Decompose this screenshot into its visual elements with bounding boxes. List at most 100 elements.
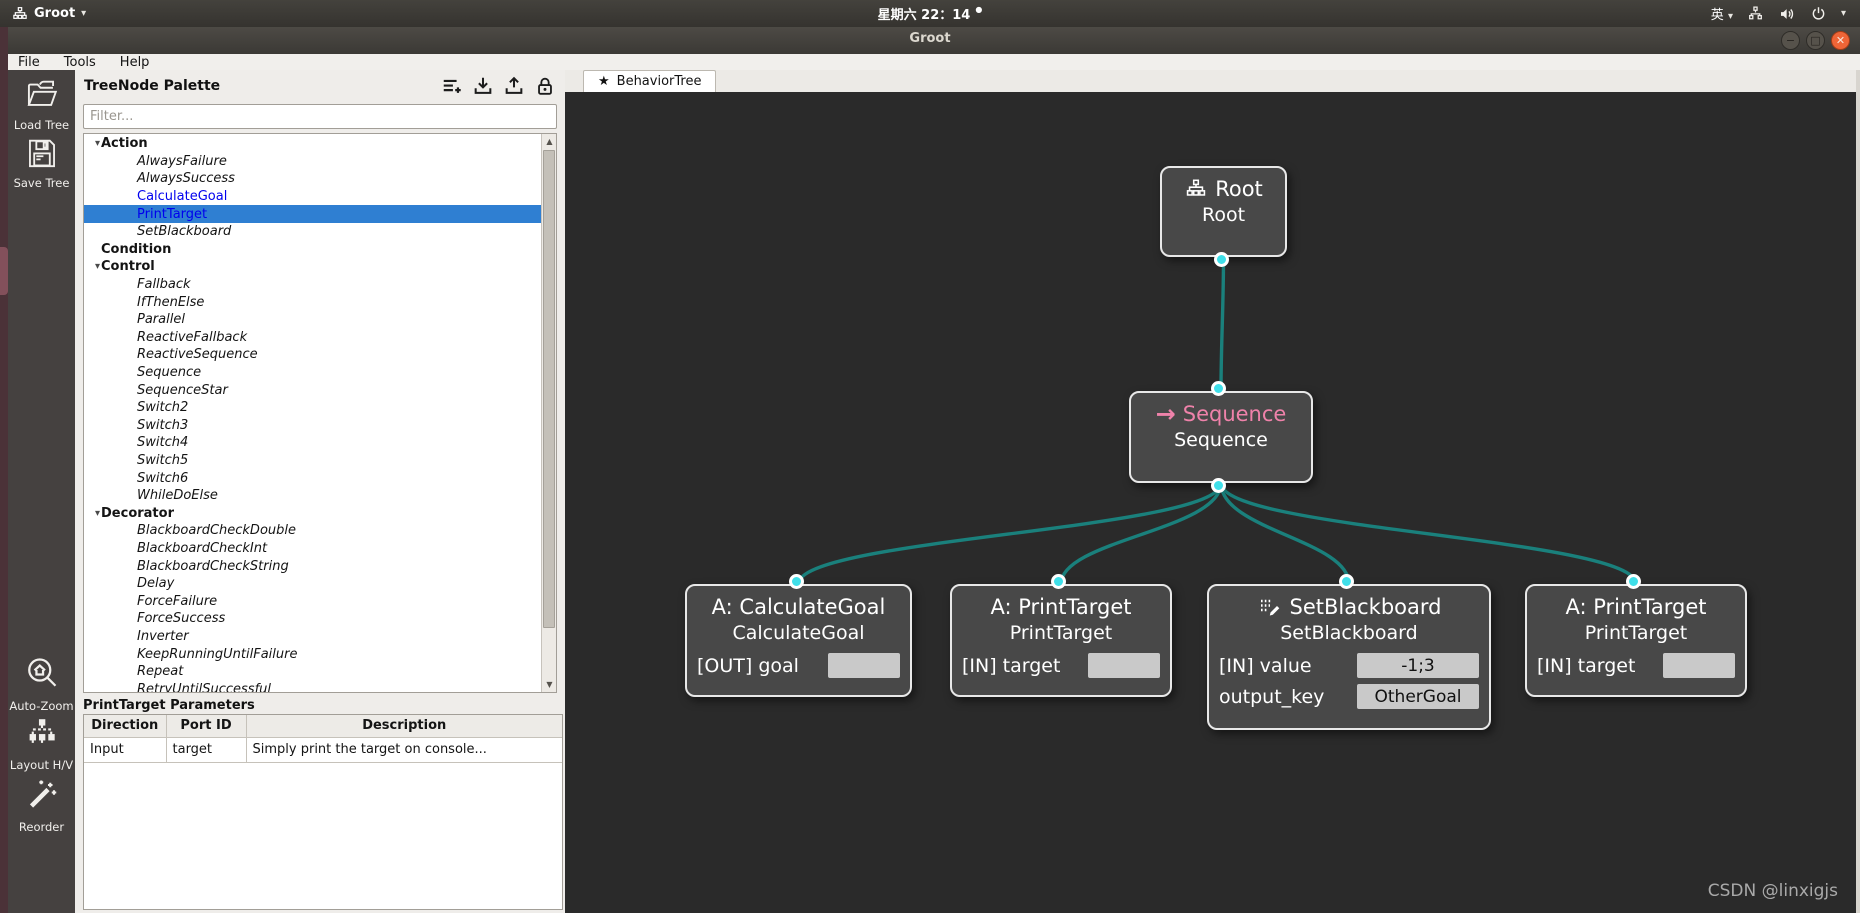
palette-tree-item[interactable]: AlwaysSuccess	[84, 170, 542, 188]
palette-title: TreeNode Palette	[84, 78, 221, 94]
port-in[interactable]	[1051, 574, 1066, 589]
palette-tree-item[interactable]: Switch6	[84, 469, 542, 487]
palette-tree-item[interactable]: KeepRunningUntilFailure	[84, 645, 542, 663]
network-icon[interactable]	[1747, 5, 1764, 22]
expander-icon[interactable]: ▾	[95, 138, 101, 150]
params-section-title: PrintTarget Parameters	[83, 698, 255, 713]
load-tree-button[interactable]: Load Tree	[8, 78, 75, 132]
node-subtitle: SetBlackboard	[1280, 622, 1418, 644]
language-indicator[interactable]: 英 ▾	[1711, 4, 1733, 23]
palette-tree-item-label: Sequence	[137, 365, 202, 381]
palette-tree-item[interactable]: ▾Action	[84, 135, 542, 153]
star-icon: ★	[598, 74, 610, 89]
table-row[interactable]: Input target Simply print the target on …	[84, 736, 562, 763]
palette-tree-item[interactable]: Inverter	[84, 628, 542, 646]
chevron-down-icon[interactable]: ▾	[1840, 8, 1846, 19]
palette-tree-item[interactable]: Repeat	[84, 663, 542, 681]
palette-tree-item-label: BlackboardCheckInt	[137, 540, 268, 556]
palette-tree-item[interactable]: Switch3	[84, 417, 542, 435]
node-sequence[interactable]: → Sequence Sequence	[1129, 381, 1313, 493]
port-in[interactable]	[1211, 381, 1226, 396]
expander-icon[interactable]: ▾	[95, 261, 101, 273]
node-print-target-1[interactable]: A: PrintTarget PrintTarget [IN] target	[950, 574, 1172, 697]
palette-tree-item[interactable]: Parallel	[84, 311, 542, 329]
palette-tree-item[interactable]: IfThenElse	[84, 293, 542, 311]
palette-tree-item-label: Condition	[101, 241, 172, 257]
close-button[interactable]: ✕	[1831, 31, 1850, 50]
palette-tree-item[interactable]: Switch2	[84, 399, 542, 417]
palette-tree-item[interactable]: ReactiveSequence	[84, 346, 542, 364]
palette-toolbar	[440, 74, 557, 98]
palette-scrollbar[interactable]: ▲ ▼	[541, 134, 556, 692]
palette-tree-item-label: Parallel	[137, 312, 185, 328]
download-icon[interactable]	[471, 74, 495, 98]
palette-tree-item[interactable]: Sequence	[84, 364, 542, 382]
palette-tree-item[interactable]: SetBlackboard	[84, 223, 542, 241]
port-value-field[interactable]	[1088, 653, 1160, 678]
window-title-bar[interactable]: Groot − □ ✕	[0, 27, 1860, 54]
upload-icon[interactable]	[502, 74, 526, 98]
port-in[interactable]	[1339, 574, 1354, 589]
palette-tree-item[interactable]: ▾Decorator	[84, 504, 542, 522]
minimize-button[interactable]: −	[1781, 31, 1800, 50]
palette-tree-item[interactable]: ForceFailure	[84, 592, 542, 610]
expander-icon[interactable]: ▾	[95, 507, 101, 519]
port-value-field[interactable]: -1;3	[1357, 653, 1479, 678]
auto-zoom-button[interactable]: Auto-Zoom	[8, 655, 75, 713]
save-tree-button[interactable]: Save Tree	[8, 136, 75, 190]
app-menu[interactable]: Groot ▾	[0, 6, 86, 22]
node-print-target-2[interactable]: A: PrintTarget PrintTarget [IN] target	[1525, 574, 1747, 697]
palette-tree-item[interactable]: BlackboardCheckString	[84, 557, 542, 575]
tab-behaviortree[interactable]: ★ BehaviorTree	[583, 70, 717, 92]
magic-wand-icon	[29, 780, 56, 808]
maximize-button[interactable]: □	[1806, 31, 1825, 50]
port-in[interactable]	[788, 574, 804, 589]
palette-tree-item-label: PrintTarget	[137, 206, 208, 222]
palette-tree-item-label: Control	[101, 259, 155, 275]
palette-tree-item[interactable]: BlackboardCheckInt	[84, 540, 542, 558]
right-edge-strip	[1856, 70, 1860, 913]
scrollbar-thumb[interactable]	[543, 150, 555, 628]
palette-tree-item[interactable]: Fallback	[84, 276, 542, 294]
add-node-icon[interactable]	[440, 74, 464, 98]
palette-tree-item[interactable]: Condition	[84, 241, 542, 259]
palette-tree-item[interactable]: CalculateGoal	[84, 188, 542, 206]
layout-hv-button[interactable]: Layout H/V	[8, 716, 75, 772]
port-out[interactable]	[1213, 252, 1229, 267]
port-out[interactable]	[1211, 478, 1226, 493]
reorder-button[interactable]: Reorder	[8, 776, 75, 834]
volume-icon[interactable]	[1778, 5, 1796, 23]
port-value-field[interactable]: OtherGoal	[1357, 684, 1479, 709]
palette-tree-item[interactable]: ▾Control	[84, 258, 542, 276]
menu-tools[interactable]: Tools	[63, 54, 96, 70]
palette-tree-item[interactable]: SequenceStar	[84, 381, 542, 399]
graph-canvas[interactable]: Root Root → Sequence Sequence A: Calcula…	[565, 92, 1856, 913]
clock[interactable]: 星期六 22：14 ●	[878, 4, 983, 23]
menu-file[interactable]: File	[18, 54, 40, 70]
filter-input[interactable]	[83, 104, 557, 129]
node-root[interactable]: Root Root	[1160, 166, 1287, 267]
port-value-field[interactable]	[828, 653, 900, 678]
scroll-down-icon[interactable]: ▼	[546, 680, 553, 689]
palette-tree-item[interactable]: RetryUntilSuccessful	[84, 680, 542, 692]
lock-icon[interactable]	[533, 74, 557, 98]
palette-tree-item[interactable]: BlackboardCheckDouble	[84, 522, 542, 540]
scroll-up-icon[interactable]: ▲	[546, 137, 553, 146]
node-set-blackboard[interactable]: SetBlackboard SetBlackboard [IN] value -…	[1207, 574, 1491, 730]
magnifier-home-icon	[27, 658, 56, 687]
palette-tree-item[interactable]: PrintTarget	[84, 205, 542, 223]
menu-help[interactable]: Help	[119, 54, 150, 70]
palette-tree-item[interactable]: Switch4	[84, 434, 542, 452]
node-calculate-goal[interactable]: A: CalculateGoal CalculateGoal [OUT] goa…	[685, 574, 912, 697]
palette-tree-item[interactable]: Delay	[84, 575, 542, 593]
palette-tree-item[interactable]: WhileDoElse	[84, 487, 542, 505]
palette-tree-item[interactable]: Switch5	[84, 452, 542, 470]
palette-tree-item[interactable]: ReactiveFallback	[84, 329, 542, 347]
port-in[interactable]	[1626, 574, 1641, 589]
chevron-down-icon: ▾	[1727, 11, 1733, 22]
power-icon[interactable]	[1810, 5, 1827, 22]
palette-tree-item[interactable]: AlwaysFailure	[84, 153, 542, 171]
port-value-field[interactable]	[1663, 653, 1735, 678]
palette-tree-item[interactable]: ForceSuccess	[84, 610, 542, 628]
